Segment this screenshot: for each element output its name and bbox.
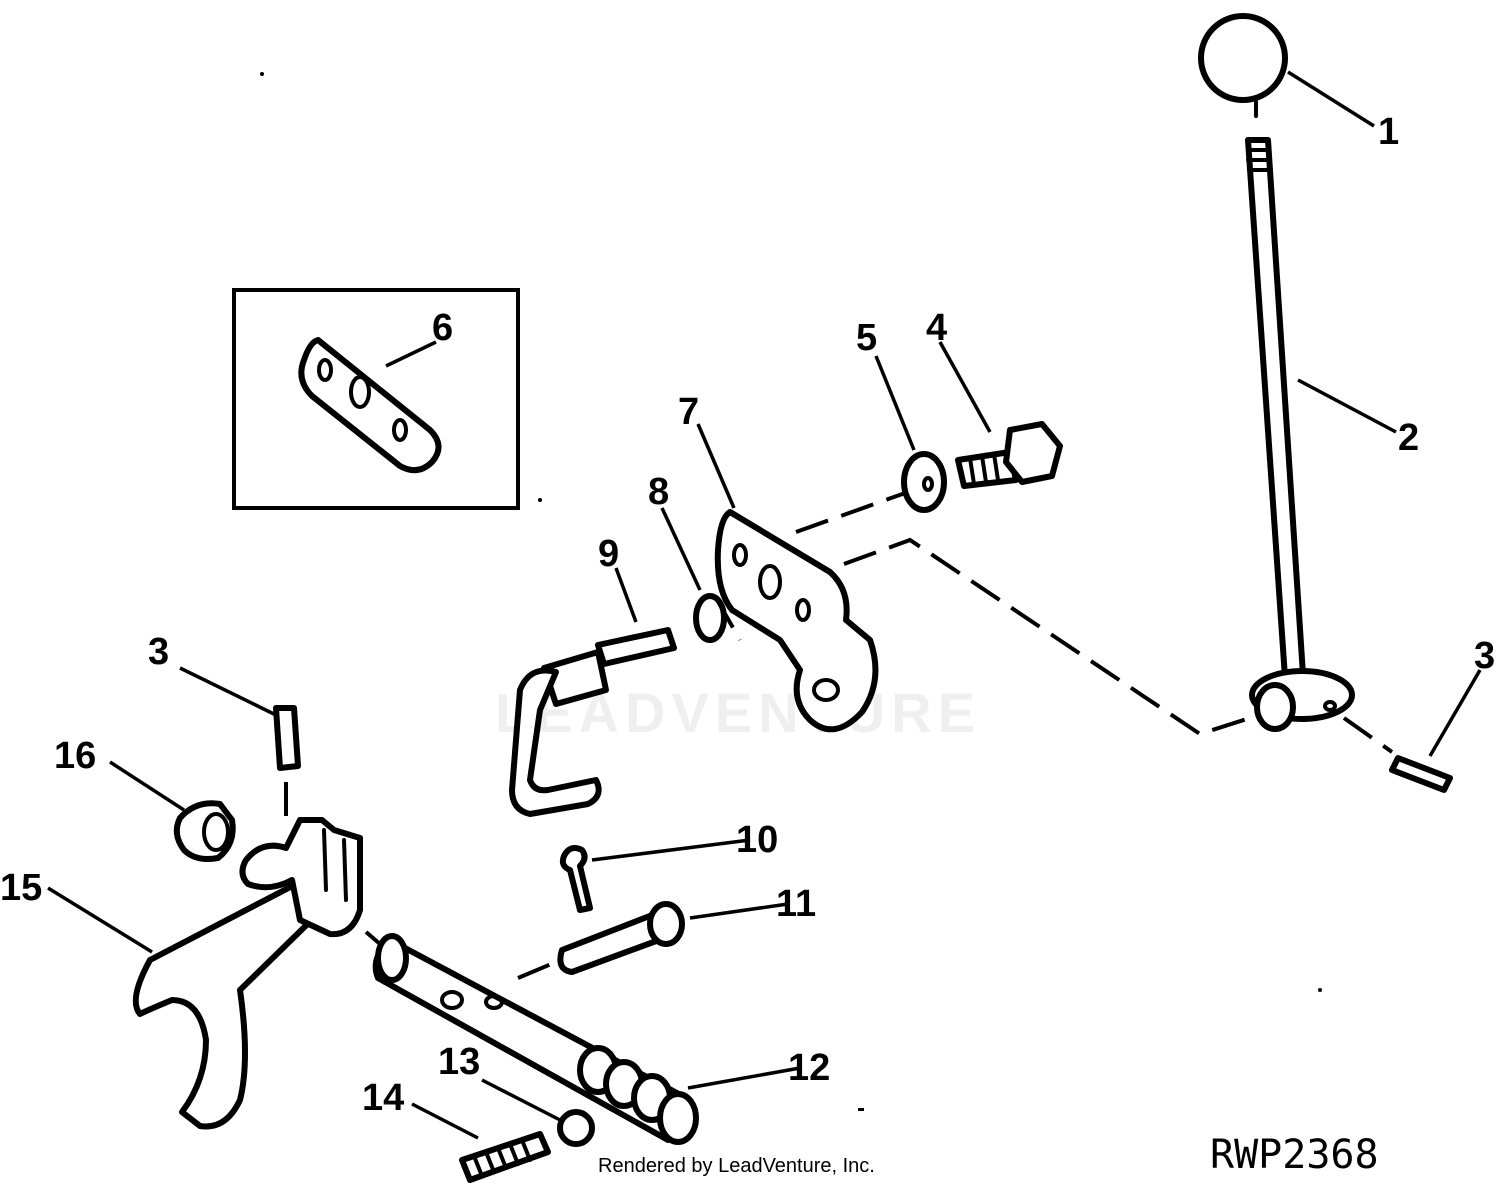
bushing-part-16	[173, 800, 236, 862]
callout-1: 1	[1378, 111, 1399, 153]
alignment-line	[843, 537, 1251, 737]
shift-lever-part-2	[1245, 137, 1355, 732]
alignment-line	[795, 490, 909, 534]
knob-part-1	[1198, 13, 1288, 103]
link-plate-part-6	[298, 337, 442, 474]
callout-10: 10	[736, 819, 778, 861]
callout-15: 15	[0, 867, 42, 909]
callout-12: 12	[788, 1047, 830, 1089]
detail-inset-box	[232, 288, 520, 510]
callout-9: 9	[598, 533, 619, 575]
o-ring-part-8	[693, 593, 727, 643]
alignment-line	[1342, 716, 1394, 754]
roll-pin-part-3-left	[273, 705, 301, 771]
washer-part-5	[901, 451, 947, 513]
alignment-line	[364, 930, 382, 946]
callout-14: 14	[362, 1077, 404, 1119]
detent-spring-part-14	[459, 1131, 551, 1183]
callout-11: 11	[776, 883, 816, 925]
diagram-reference-code: RWP2368	[1210, 1132, 1379, 1178]
callout-8: 8	[648, 471, 669, 513]
callout-2: 2	[1398, 417, 1419, 459]
callout-6: 6	[432, 307, 453, 349]
render-credit: Rendered by LeadVenture, Inc.	[598, 1155, 875, 1177]
callout-4: 4	[926, 307, 947, 349]
bolt-part-4	[955, 421, 1063, 489]
callout-3-left: 3	[148, 631, 169, 673]
callout-3-right: 3	[1474, 635, 1495, 677]
shift-rod-part-12	[372, 933, 699, 1145]
alignment-line	[714, 597, 742, 641]
shift-fork-part-15	[132, 817, 363, 1130]
clevis-pin-part-11	[557, 901, 685, 975]
cotter-pin-part-10	[559, 845, 593, 913]
alignment-line	[517, 960, 557, 980]
roll-pin-part-3-right	[1389, 755, 1453, 793]
callout-7: 7	[678, 391, 699, 433]
bent-rod-part-9	[509, 627, 677, 817]
detent-ball-part-13	[557, 1109, 595, 1147]
callout-16: 16	[54, 735, 96, 777]
callout-13: 13	[438, 1041, 480, 1083]
callout-5: 5	[856, 317, 877, 359]
bracket-part-7	[714, 509, 879, 733]
